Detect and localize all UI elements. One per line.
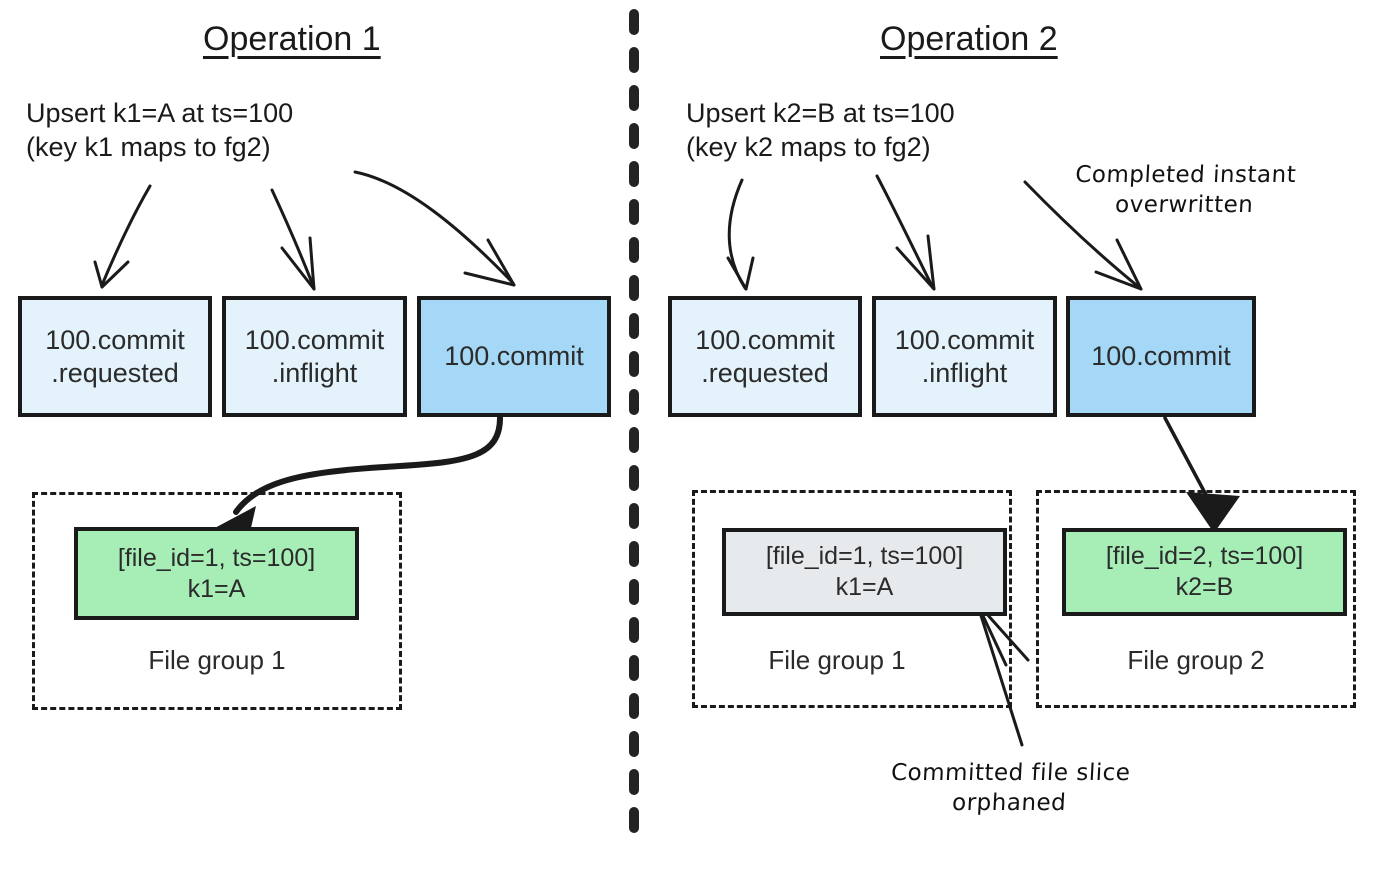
note-completed-instant-overwritten: Completed instant overwritten xyxy=(1074,162,1297,218)
op2-instant-box-commit[interactable]: 100.commit xyxy=(1066,296,1256,417)
operation-1-title: Operation 1 xyxy=(203,20,381,58)
op1-instant-box-commit[interactable]: 100.commit xyxy=(417,296,611,417)
op1-file-slice-1-text: [file_id=1, ts=100]k1=A xyxy=(117,543,316,603)
operation-2-title: Operation 2 xyxy=(880,20,1058,58)
operation-2-description: Upsert k2=B at ts=100 (key k2 maps to fg… xyxy=(686,98,955,162)
op2-file-group-1 xyxy=(692,490,1012,708)
op2-file-group-2 xyxy=(1036,490,1356,708)
op1-arrow-to-commit xyxy=(353,170,516,287)
op2-file-slice-1-text: [file_id=1, ts=100]k1=A xyxy=(765,542,964,601)
op1-file-slice-1[interactable]: [file_id=1, ts=100]k1=A xyxy=(74,527,359,620)
note-committed-file-slice-orphaned: Committed file slice orphaned xyxy=(890,760,1132,816)
op2-file-slice-2-text: [file_id=2, ts=100]k2=B xyxy=(1105,542,1304,601)
op2-file-group-2-label: File group 2 xyxy=(1127,645,1265,675)
op1-instant-box-inflight[interactable]: 100.commit .inflight xyxy=(222,296,407,417)
op2-arrow-to-inflight xyxy=(875,174,936,291)
op2-instant-box-inflight[interactable]: 100.commit .inflight xyxy=(872,296,1057,417)
op1-arrow-to-inflight xyxy=(270,188,316,291)
op2-arrow-to-requested xyxy=(726,178,755,291)
op2-file-group-1-label: File group 1 xyxy=(768,645,906,675)
op1-file-group-1-label: File group 1 xyxy=(148,645,286,675)
op2-file-slice-2[interactable]: [file_id=2, ts=100]k2=B xyxy=(1062,528,1347,616)
op1-arrow-to-requested xyxy=(93,184,152,289)
op1-instant-box-requested[interactable]: 100.commit .requested xyxy=(18,296,212,417)
op2-instant-box-requested[interactable]: 100.commit .requested xyxy=(668,296,862,417)
operation-1-description: Upsert k1=A at ts=100 (key k1 maps to fg… xyxy=(26,98,294,162)
op1-file-group-1 xyxy=(32,492,402,710)
op2-file-slice-1[interactable]: [file_id=1, ts=100]k1=A xyxy=(722,528,1007,616)
